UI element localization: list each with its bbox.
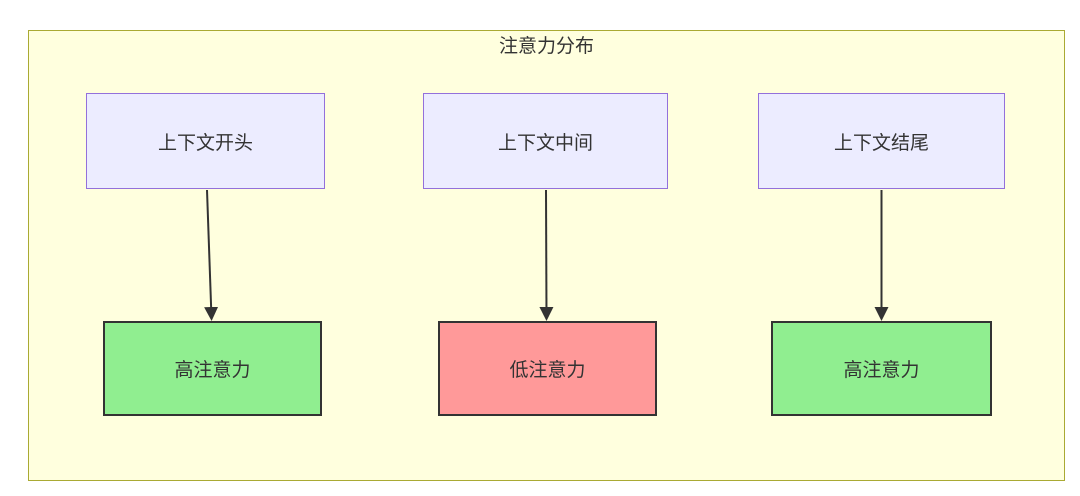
node-high-attention-1: 高注意力: [103, 321, 322, 416]
node-low-attention-label: 低注意力: [509, 360, 586, 381]
node-context-end-label: 上下文结尾: [833, 132, 929, 154]
node-context-end: 上下文结尾: [758, 93, 1005, 189]
node-high-attention-2: 高注意力: [771, 321, 992, 416]
node-high-attention-2-label: 高注意力: [843, 360, 920, 381]
node-context-middle-label: 上下文中间: [497, 132, 593, 154]
node-low-attention: 低注意力: [438, 321, 657, 416]
diagram-title: 注意力分布: [498, 36, 594, 57]
node-high-attention-1-label: 高注意力: [174, 360, 251, 381]
node-context-start-label: 上下文开头: [157, 132, 253, 154]
node-context-start: 上下文开头: [86, 93, 325, 189]
node-context-middle: 上下文中间: [423, 93, 668, 189]
